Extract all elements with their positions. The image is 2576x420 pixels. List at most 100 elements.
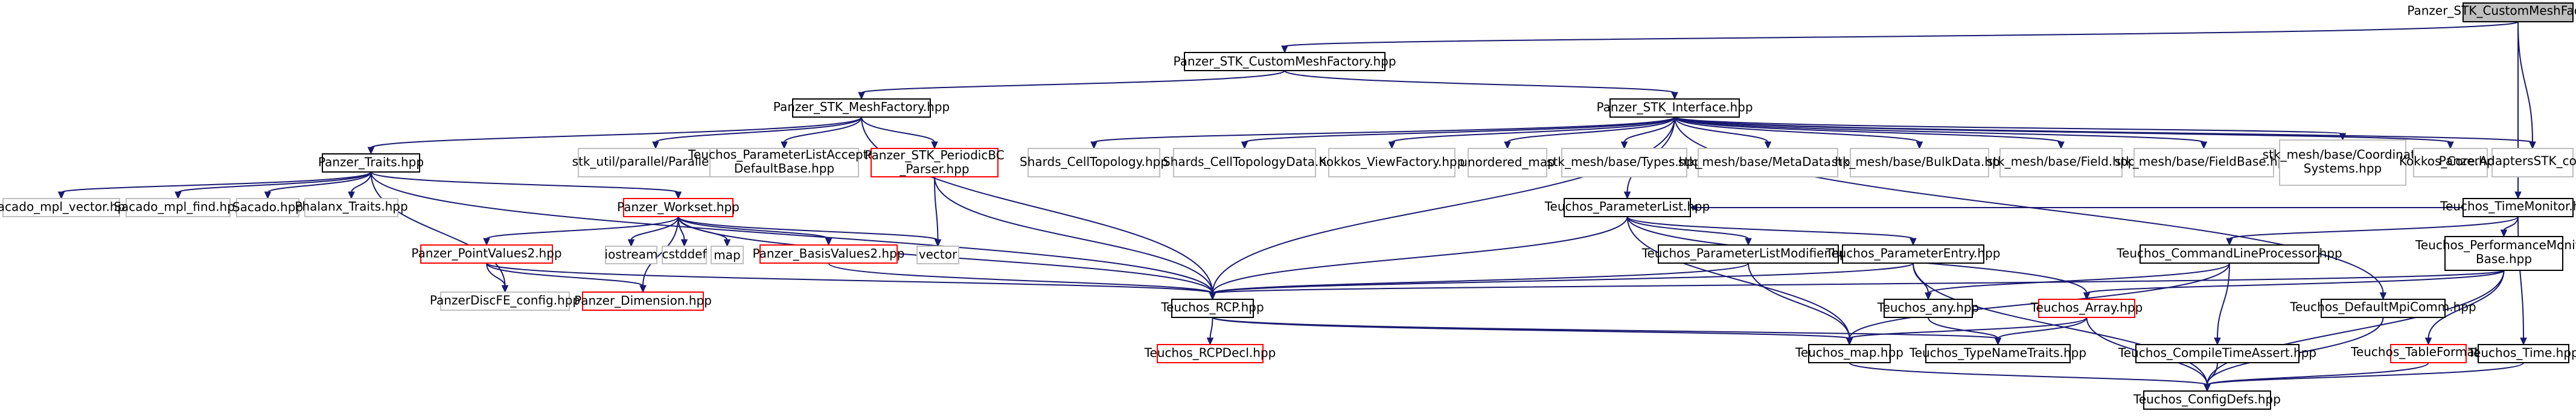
edge-workset-to-vector xyxy=(677,216,942,247)
arrowhead xyxy=(57,191,65,200)
node-panzer-stk-interface-hpp[interactable]: Panzer_STK_Interface.hpp xyxy=(1596,98,1753,118)
arrowhead xyxy=(1388,141,1396,150)
node-box xyxy=(662,246,707,264)
node-stk-mesh-base-metadata-hpp: stk_mesh/base/MetaData.hpp xyxy=(1678,148,1858,177)
node-kokkos-viewfactory-hpp: Kokkos_ViewFactory.hpp xyxy=(1319,148,1465,177)
node-teuchos-parameterlistmodifier-hpp[interactable]: Teuchos_ParameterListModifier.hpp xyxy=(1641,244,1855,264)
arrowhead xyxy=(2500,229,2508,238)
node-teuchos-array-hpp[interactable]: Teuchos_Array.hpp xyxy=(2030,299,2143,318)
edge-plmodifier-to-rcp xyxy=(1209,262,1749,301)
arrowhead xyxy=(1209,292,1216,301)
node-box xyxy=(1171,299,1254,318)
edge-traits-to-sacado xyxy=(264,171,372,200)
node-teuchos-defaultmpicomm-hpp[interactable]: Teuchos_DefaultMpiComm.hpp xyxy=(2289,299,2476,318)
edge-meshfactory-to-placceptor xyxy=(781,116,862,150)
arrowhead xyxy=(1623,191,1631,200)
node-panzer-stk-periodicbc-parser-hpp[interactable]: Panzer_STK_PeriodicBC_Parser.hpp xyxy=(865,148,1005,177)
node-label: PanzerDiscFE_config.hpp xyxy=(430,293,580,308)
node-teuchos-rcpdecl-hpp[interactable]: Teuchos_RCPDecl.hpp xyxy=(1144,344,1276,363)
node-teuchos-parameterentry-hpp[interactable]: Teuchos_ParameterEntry.hpp xyxy=(1826,244,2001,264)
node-label: Teuchos_map.hpp xyxy=(1795,345,1903,360)
arrowhead xyxy=(348,191,355,200)
edge-root-to-custommesh xyxy=(1281,21,2519,54)
arrowhead xyxy=(639,285,647,293)
arrowhead xyxy=(1671,92,1678,100)
node-label: Teuchos_TimeMonitor.hpp xyxy=(2440,199,2576,214)
node-panzer-basisvalues2-hpp[interactable]: Panzer_BasisValues2.hpp xyxy=(753,244,905,264)
arrowhead xyxy=(723,239,731,247)
node-label: stk_mesh/base/Coordinate xyxy=(2263,147,2423,162)
node-shards-celltopologydata-h: Shards_CellTopologyData.h xyxy=(1163,148,1326,177)
node-teuchos-parameterlist-hpp[interactable]: Teuchos_ParameterList.hpp xyxy=(1544,198,1710,217)
node-label: Systems.hpp xyxy=(2304,161,2382,176)
node-teuchos-typenametraits-hpp[interactable]: Teuchos_TypeNameTraits.hpp xyxy=(1909,344,2086,363)
node-label: Shards_CellTopologyData.h xyxy=(1163,154,1326,169)
node-teuchos-timemonitor-hpp[interactable]: Teuchos_TimeMonitor.hpp xyxy=(2440,198,2576,217)
edge-meshfactory-to-traits xyxy=(367,116,862,155)
edge-cmdline-to-any xyxy=(1925,262,2230,301)
node-box xyxy=(709,148,859,177)
edge-periodicbc-to-rcp xyxy=(934,176,1216,301)
node-panzer-stk-custommeshfactory-hpp[interactable]: Panzer_STK_CustomMeshFactory.hpp xyxy=(1173,52,1396,71)
node-label: Base.hpp xyxy=(2476,252,2532,266)
arrowhead xyxy=(680,239,688,247)
arrowhead xyxy=(2424,337,2432,346)
node-label: Teuchos_ParameterListModifier.hpp xyxy=(1641,246,1855,260)
node-teuchos-rcp-hpp[interactable]: Teuchos_RCP.hpp xyxy=(1160,299,1264,318)
node-teuchos-any-hpp[interactable]: Teuchos_any.hpp xyxy=(1877,299,1979,318)
node-label: Teuchos_RCP.hpp xyxy=(1160,300,1264,314)
node-box xyxy=(2140,244,2319,264)
edge-tableformat-to-configdefs xyxy=(2204,362,2429,392)
edges-layer xyxy=(57,21,2536,392)
edge-stkinterface-to-stktypes xyxy=(1620,116,1675,150)
node-teuchos-map-hpp[interactable]: Teuchos_map.hpp xyxy=(1795,344,1903,363)
node-label: stk_mesh/base/BulkData.hpp xyxy=(1832,154,2008,169)
node-teuchos-commandlineprocessor-hpp[interactable]: Teuchos_CommandLineProcessor.hpp xyxy=(2116,244,2342,264)
node-iostream: iostream xyxy=(605,246,657,264)
node-label: Teuchos_any.hpp xyxy=(1877,301,1979,315)
arrowhead xyxy=(825,238,833,246)
arrowhead xyxy=(2226,238,2233,246)
node-box xyxy=(420,244,553,264)
arrowhead xyxy=(1281,45,1288,54)
node-box xyxy=(1925,344,2071,363)
node-box xyxy=(2491,148,2574,177)
edge-custommesh-to-meshfactory xyxy=(858,70,1285,100)
node-box xyxy=(1999,148,2123,177)
edge-rcp-to-teuchosmap xyxy=(1212,317,1853,346)
arrowhead xyxy=(934,239,942,247)
node-panzer-stk-meshfactory-hpp[interactable]: Panzer_STK_MeshFactory.hpp xyxy=(773,98,950,118)
node-teuchos-time-hpp[interactable]: Teuchos_Time.hpp xyxy=(2467,344,2576,363)
node-unordered-map: unordered_map xyxy=(1460,148,1555,177)
node-box xyxy=(322,153,420,173)
node-box xyxy=(2135,344,2300,363)
edge-array-to-typenametraits xyxy=(1994,317,2088,346)
edge-traits-to-sacadovector xyxy=(57,171,372,200)
node-label: Teuchos_CommandLineProcessor.hpp xyxy=(2116,246,2342,261)
node-box xyxy=(2279,139,2406,186)
node-label: Teuchos_Array.hpp xyxy=(2030,300,2143,314)
node-panzer-dimension-hpp[interactable]: Panzer_Dimension.hpp xyxy=(574,291,712,311)
node-label: _Parser.hpp xyxy=(899,162,969,176)
edge-timemonitor-to-teuchostime xyxy=(2517,216,2527,346)
node-panzer-stk-custommeshfactory-cpp[interactable]: Panzer_STK_CustomMeshFactory.cpp xyxy=(2407,2,2576,22)
node-panzer-workset-hpp[interactable]: Panzer_Workset.hpp xyxy=(617,198,740,217)
node-box xyxy=(1468,148,1547,177)
node-label: cstddef xyxy=(662,247,708,261)
node-label: Panzer_STK_CustomMeshFactory.hpp xyxy=(1173,54,1396,68)
node-stk-mesh-base-field-hpp: stk_mesh/base/Field.hpp xyxy=(1987,148,2135,177)
arrowhead xyxy=(2520,337,2527,346)
node-panzer-pointvalues2-hpp[interactable]: Panzer_PointValues2.hpp xyxy=(411,244,562,264)
node-sacado-mpl-find-hpp: Sacado_mpl_find.hpp xyxy=(113,198,243,217)
node-map: map xyxy=(711,246,744,264)
node-teuchos-configdefs-hpp[interactable]: Teuchos_ConfigDefs.hpp xyxy=(2133,390,2281,410)
edge-meshfactory-to-periodicbc xyxy=(861,116,938,150)
edge-timemonitor-to-cmdline xyxy=(2226,216,2519,246)
arrowhead xyxy=(264,191,272,200)
edge-stkinterface-to-stkmetadata xyxy=(1674,116,1772,150)
node-teuchos-compiletimeassert-hpp[interactable]: Teuchos_CompileTimeAssert.hpp xyxy=(2118,344,2316,363)
node-box xyxy=(871,148,999,177)
node-panzer-traits-hpp[interactable]: Panzer_Traits.hpp xyxy=(318,153,424,173)
node-sacado-hpp: Sacado.hpp xyxy=(232,198,303,217)
